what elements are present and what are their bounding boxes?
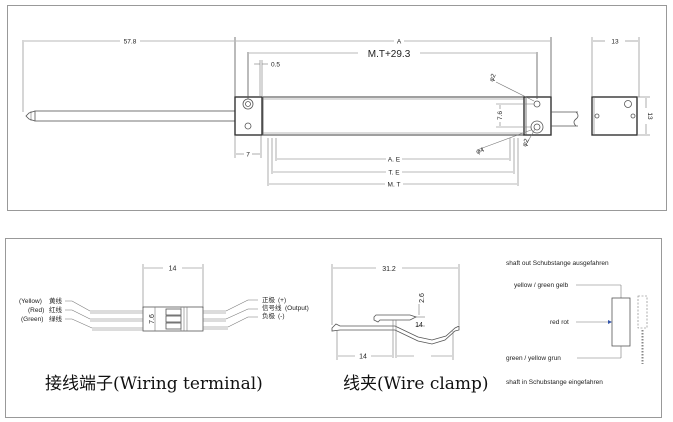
dim-terminal-length: 14 [169, 266, 177, 273]
dim-mounting-distance: M.T+29.3 [368, 49, 411, 60]
left-wires [65, 300, 143, 331]
wire-label-red-cn: 红线 [49, 305, 63, 314]
dim-clamp-height: 2.6 [419, 293, 426, 303]
wire-label-positive-cn: 正极 [262, 295, 276, 304]
dim-terminal-height: 7.6 [149, 314, 156, 324]
dim-overall-length: A [397, 39, 402, 46]
wire-clamp-diagram: 31.2 2.6 14 14 线夹(Wire clamp) [331, 264, 489, 394]
wire-label-green-cn: 绿线 [49, 314, 63, 323]
potentiometer-schematic: shaft out Schubstange ausgefahren yellow… [506, 260, 648, 386]
dim-hole-small-2: φ2 [521, 138, 530, 148]
mount-hole-small-left [244, 122, 252, 130]
wire-label-yellow-en: (Yellow) [19, 298, 42, 305]
wire-label-negative-cn: 负极 [262, 311, 276, 320]
wiring-terminal-title: 接线端子(Wiring terminal) [45, 374, 263, 394]
wire-label-red-en: (Red) [28, 307, 44, 314]
right-wires [203, 299, 258, 330]
dim-hole-large: φ4 [475, 146, 485, 155]
clamp-profile [331, 323, 460, 345]
wire-label-negative-en: (-) [278, 313, 285, 320]
dim-total-travel: T. E [388, 170, 400, 177]
dim-side-width: 13 [611, 39, 619, 46]
wire-label-yellow-cn: 黄线 [49, 296, 63, 305]
bottom-wire-label: green / yellow grun [506, 355, 561, 362]
dim-stroke-length: 57.8 [124, 39, 137, 46]
shaft-ghost-outline [637, 295, 648, 329]
wiper-label: red rot [550, 319, 569, 326]
dim-mechanical-travel: M. T [388, 182, 401, 189]
left-end-block [234, 96, 263, 136]
wire-label-output-en: (Output) [285, 305, 309, 312]
sensor-side-view: 13 13 [591, 37, 653, 136]
dim-offset: 0.5 [271, 62, 280, 69]
output-cable [551, 111, 579, 127]
shaft-out-label: shaft out Schubstange ausgefahren [506, 260, 609, 267]
top-wire-label: yellow / green gelb [514, 282, 569, 289]
dim-end-block: 7 [246, 152, 250, 159]
wiper-arrow-icon [608, 320, 612, 324]
wire-clamp-title: 线夹(Wire clamp) [343, 374, 489, 394]
wiring-terminal-diagram: 14 7.6 (Yellow) 黄线 [19, 264, 309, 394]
dim-electrical-travel: A. E [388, 157, 401, 164]
dim-clamp-left: 14 [359, 354, 367, 361]
dim-clamp-width: 31.2 [382, 266, 396, 273]
dim-clamp-inner: 14 [415, 322, 423, 329]
dim-hole-spacing: 7.6 [497, 111, 504, 120]
clamp-tab [373, 314, 418, 323]
sensor-top-view: 57.8 A M.T+29.3 0.5 7 A. E [22, 37, 579, 189]
wire-label-green-en: (Green) [21, 316, 43, 323]
right-end-block [523, 96, 552, 136]
wire-label-output-cn: 信号线 [262, 303, 282, 312]
dim-side-height: 13 [646, 112, 653, 120]
shaft-in-label: shaft in Schubstange eingefahren [506, 379, 603, 386]
dim-hole-small: φ2 [488, 73, 497, 83]
top-panel-frame [7, 5, 667, 211]
wire-label-positive-en: (+) [278, 297, 286, 304]
